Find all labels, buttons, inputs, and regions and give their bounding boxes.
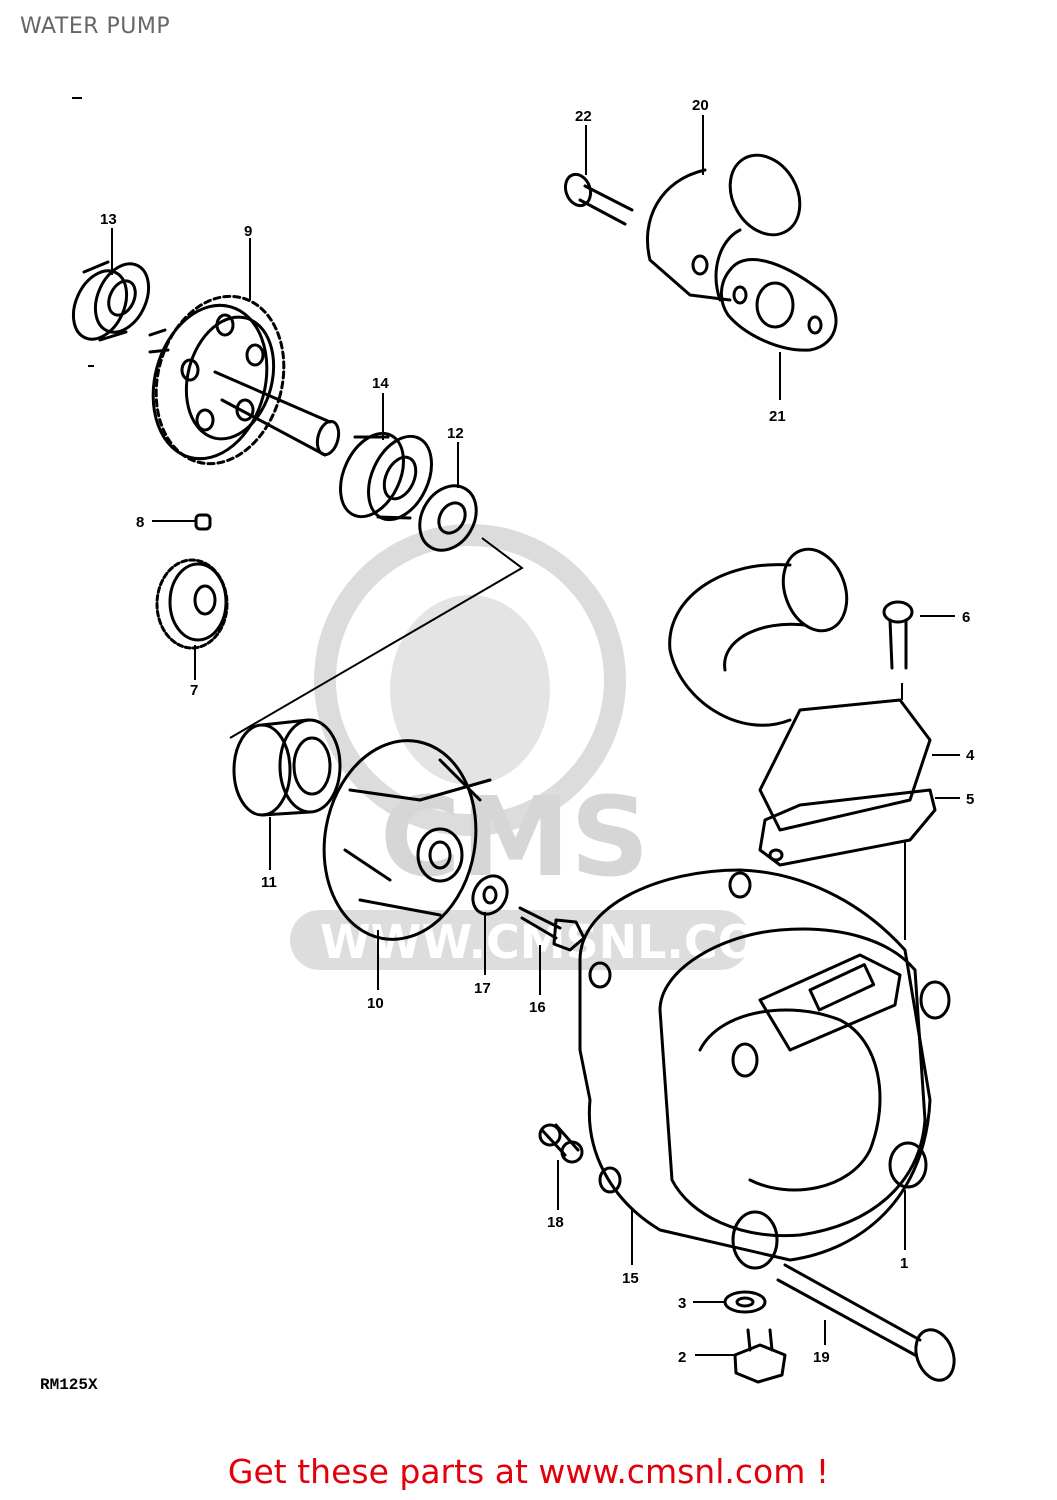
callout-labels: 13 9 22 20 21 14 12 8 7 6 4 5 1 11 10 17… [100, 97, 975, 1366]
part-14-bearing [339, 431, 433, 522]
part-7-gear [155, 558, 229, 650]
watermark-brand: CMS [380, 773, 649, 901]
part-6-screw [882, 600, 914, 670]
part-2-bolt [733, 1328, 787, 1384]
callout-22: 22 [575, 108, 592, 125]
part-8-pin [194, 513, 212, 531]
callout-9: 9 [244, 223, 252, 240]
callout-20: 20 [692, 97, 709, 114]
assembly-line [229, 537, 524, 739]
callout-17: 17 [474, 980, 491, 997]
part-12-washer [418, 484, 478, 552]
callout-3: 3 [678, 1295, 686, 1312]
part-20-elbow [645, 153, 802, 302]
page-title: WATER PUMP [20, 14, 171, 39]
callout-2: 2 [678, 1349, 686, 1366]
part-13-bearing [71, 260, 151, 342]
part-9-gear-shaft [148, 294, 341, 466]
callout-15: 15 [622, 1270, 639, 1287]
part-21-gasket [720, 258, 838, 352]
leader-lines [111, 115, 960, 1356]
callout-10: 10 [367, 995, 384, 1012]
callout-16: 16 [529, 999, 546, 1016]
callout-18: 18 [547, 1214, 564, 1231]
part-10-impeller [322, 739, 492, 941]
callout-21: 21 [769, 408, 786, 425]
part-15-pump-cover [578, 868, 932, 1262]
part-11-seal [232, 718, 342, 817]
watermark-url: WWW.CMSNL.COM [320, 915, 803, 969]
callout-12: 12 [447, 425, 464, 442]
callout-19: 19 [813, 1349, 830, 1366]
part-16-bolt [518, 906, 586, 952]
callout-13: 13 [100, 211, 117, 228]
get-parts-link[interactable]: Get these parts at www.cmsnl.com ! [227, 1452, 830, 1491]
part-5-gasket [758, 788, 937, 867]
callout-7: 7 [190, 682, 198, 699]
callout-8: 8 [136, 514, 144, 531]
part-3-washer [723, 1290, 767, 1314]
model-code: RM125X [40, 1376, 98, 1394]
part-4-pipe [668, 547, 932, 832]
part-17-washer [471, 874, 509, 916]
callout-6: 6 [962, 609, 970, 626]
part-1-pump-body [658, 927, 951, 1270]
part-18-dowel [538, 1123, 584, 1164]
callout-11: 11 [261, 874, 277, 891]
callout-4: 4 [966, 747, 975, 764]
callout-14: 14 [372, 375, 389, 392]
part-22-bolt [563, 172, 634, 226]
callout-1: 1 [900, 1255, 908, 1272]
watermark: CMS WWW.CMSNL.COM [290, 524, 803, 970]
callout-5: 5 [966, 791, 974, 808]
part-19-long-bolt [776, 1263, 956, 1382]
